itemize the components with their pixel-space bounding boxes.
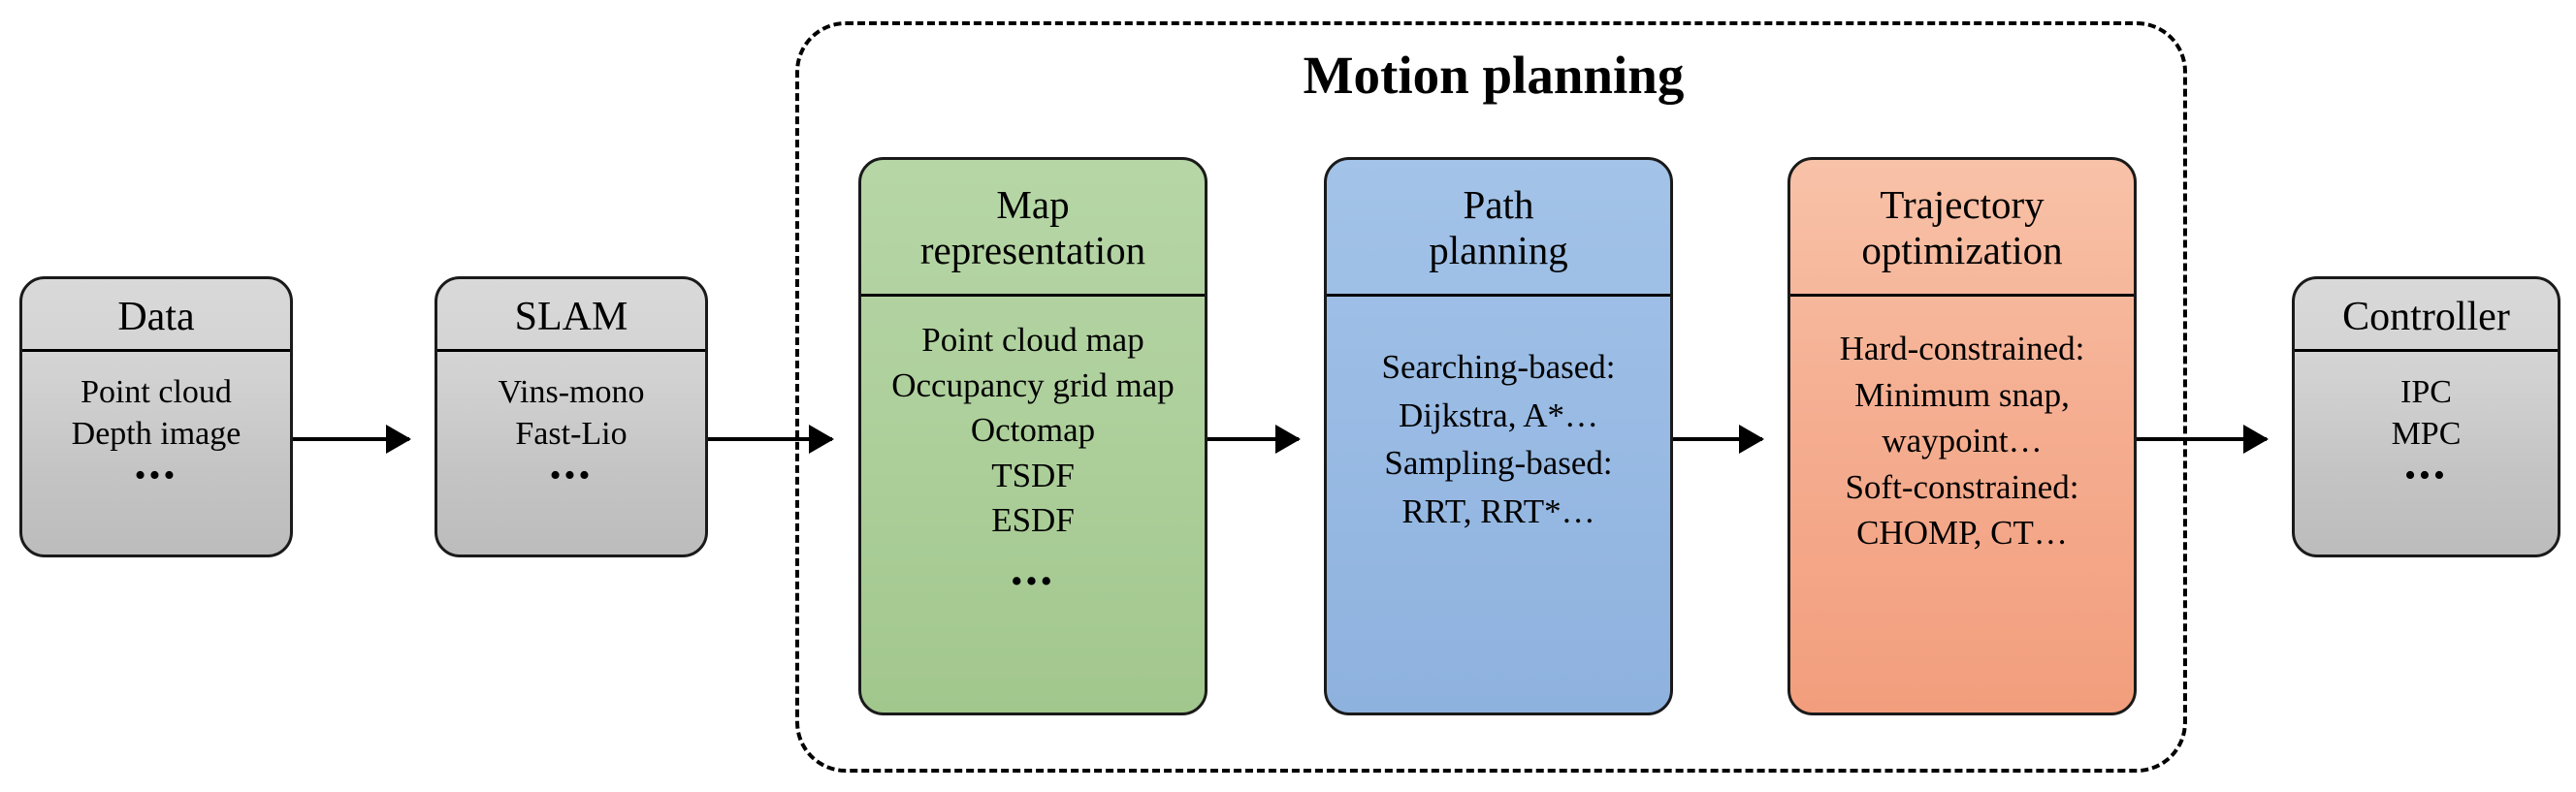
arrow-path-planning-to-trajectory-optimization <box>1673 437 1762 441</box>
node-path-planning-item-3: RRT, RRT*… <box>1401 492 1595 531</box>
node-map-representation-title-line-1: representation <box>919 228 1146 272</box>
node-slam-item-2: ••• <box>549 458 594 494</box>
node-controller-item-0: IPC <box>2400 374 2452 410</box>
node-data-header: Data <box>22 279 290 352</box>
node-path-planning-header: Path planning <box>1327 160 1670 297</box>
node-data-item-1: Depth image <box>71 416 242 453</box>
node-controller-title: Controller <box>2342 295 2510 339</box>
node-trajectory-optimization-header: Trajectory optimization <box>1790 160 2134 297</box>
node-trajectory-optimization-item-2: waypoint… <box>1882 422 2043 460</box>
node-slam-item-0: Vins-mono <box>498 374 645 410</box>
node-slam[interactable]: SLAM Vins-mono Fast-Lio ••• <box>435 276 708 557</box>
node-slam-body: Vins-mono Fast-Lio ••• <box>437 352 705 554</box>
node-map-representation-item-4: ESDF <box>991 501 1075 540</box>
node-map-representation-item-2: Octomap <box>970 411 1096 450</box>
node-controller-header: Controller <box>2295 279 2558 352</box>
node-trajectory-optimization-item-4: CHOMP, CT… <box>1856 514 2068 553</box>
node-controller-item-2: ••• <box>2404 458 2448 494</box>
node-data-item-2: ••• <box>134 458 178 494</box>
node-map-representation[interactable]: Map representation Point cloud map Occup… <box>858 157 1208 715</box>
node-data[interactable]: Data Point cloud Depth image ••• <box>19 276 293 557</box>
node-trajectory-optimization[interactable]: Trajectory optimization Hard-constrained… <box>1787 157 2137 715</box>
node-trajectory-optimization-item-1: Minimum snap, <box>1854 375 2070 414</box>
node-controller[interactable]: Controller IPC MPC ••• <box>2292 276 2560 557</box>
node-map-representation-title-line-0: Map <box>996 181 1070 227</box>
node-path-planning-item-2: Sampling-based: <box>1384 444 1613 483</box>
node-map-representation-header: Map representation <box>861 160 1205 297</box>
node-slam-item-1: Fast-Lio <box>515 416 628 453</box>
node-map-representation-body: Point cloud map Occupancy grid map Octom… <box>861 297 1205 713</box>
motion-planning-group-border <box>795 21 2187 773</box>
node-data-item-0: Point cloud <box>80 374 232 410</box>
node-map-representation-item-0: Point cloud map <box>921 321 1144 359</box>
arrow-data-to-slam <box>293 437 409 441</box>
node-trajectory-optimization-title-line-1: optimization <box>1861 228 2063 272</box>
node-map-representation-item-1: Occupancy grid map <box>891 365 1175 404</box>
node-controller-body: IPC MPC ••• <box>2295 352 2558 554</box>
node-trajectory-optimization-title-line-0: Trajectory <box>1880 181 2045 227</box>
arrow-trajectory-optimization-to-controller <box>2137 437 2267 441</box>
node-path-planning-title-line-0: Path <box>1463 181 1534 227</box>
node-trajectory-optimization-item-0: Hard-constrained: <box>1839 330 2085 367</box>
node-trajectory-optimization-body: Hard-constrained: Minimum snap, waypoint… <box>1790 297 2134 713</box>
node-path-planning-item-1: Dijkstra, A*… <box>1398 396 1599 434</box>
node-map-representation-item-3: TSDF <box>991 456 1075 494</box>
node-path-planning-body: Searching-based: Dijkstra, A*… Sampling-… <box>1327 297 1670 713</box>
node-trajectory-optimization-item-3: Soft-constrained: <box>1845 467 2079 506</box>
node-path-planning[interactable]: Path planning Searching-based: Dijkstra,… <box>1324 157 1673 715</box>
node-slam-title: SLAM <box>514 295 628 339</box>
node-controller-item-1: MPC <box>2391 416 2462 453</box>
node-path-planning-item-0: Searching-based: <box>1381 348 1616 386</box>
node-data-title: Data <box>117 295 195 339</box>
arrow-map-representation-to-path-planning <box>1208 437 1299 441</box>
motion-planning-title: Motion planning <box>1303 46 1685 105</box>
node-path-planning-title-line-1: planning <box>1429 228 1568 272</box>
node-slam-header: SLAM <box>437 279 705 352</box>
node-data-body: Point cloud Depth image ••• <box>22 352 290 554</box>
node-map-representation-item-5: ••• <box>1011 561 1055 600</box>
arrow-slam-to-map-representation <box>708 437 832 441</box>
